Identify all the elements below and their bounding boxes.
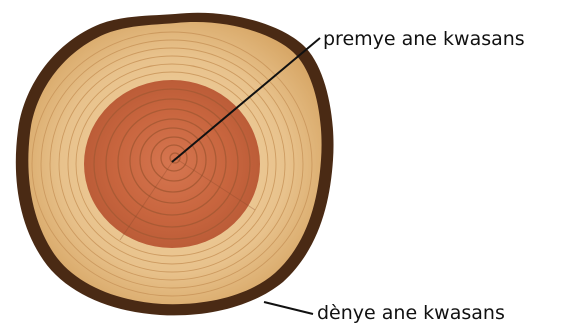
label-first-growth-year: premye ane kwasans [323, 30, 525, 49]
label-last-growth-year: dènye ane kwasans [317, 304, 505, 323]
heartwood [84, 80, 260, 248]
leader-line-last-ring [264, 302, 313, 314]
